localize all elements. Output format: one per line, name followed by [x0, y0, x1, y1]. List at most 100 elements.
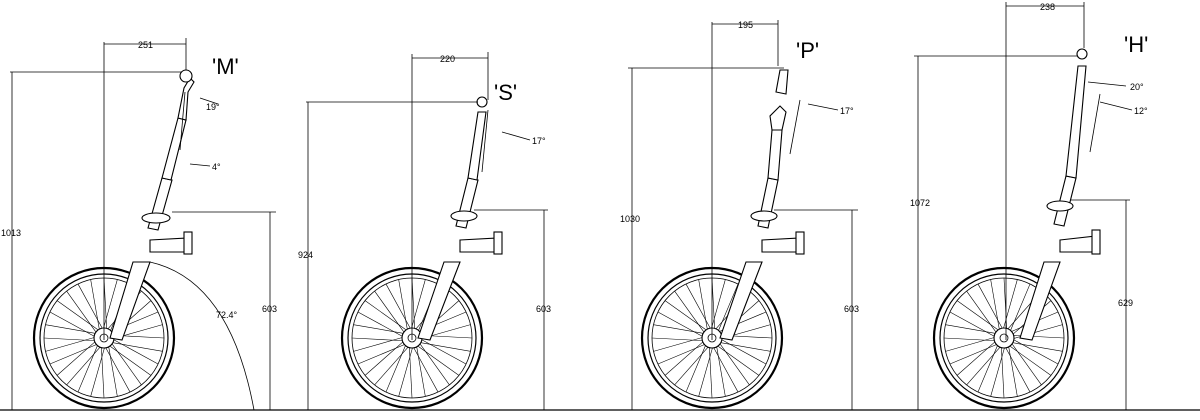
- spoke: [1010, 341, 1042, 386]
- spoke: [945, 336, 997, 352]
- spoke: [718, 342, 771, 352]
- spoke: [1010, 342, 1063, 352]
- spoke: [719, 338, 767, 365]
- view-title: 'H': [1124, 32, 1148, 57]
- pedal: [493, 231, 503, 255]
- height-dim: 1030: [620, 214, 640, 224]
- spoke: [1008, 344, 1018, 397]
- spoke: [374, 290, 406, 335]
- stem: [1065, 65, 1087, 179]
- spoke: [1009, 283, 1031, 333]
- spoke: [108, 344, 118, 397]
- spoke: [956, 340, 997, 376]
- spoke: [104, 345, 131, 393]
- spoke: [111, 338, 159, 365]
- spoke: [374, 345, 410, 386]
- spoke: [990, 345, 1006, 397]
- spoke: [364, 340, 405, 376]
- angle-label: 17°: [532, 136, 546, 146]
- spoke: [657, 311, 705, 338]
- spoke: [77, 283, 104, 331]
- spoke: [977, 343, 999, 393]
- spoke: [416, 344, 426, 397]
- spoke: [56, 300, 101, 332]
- spoke: [651, 337, 705, 342]
- stem: [467, 111, 487, 181]
- stem: [767, 129, 783, 181]
- handlebar-grip: [1076, 48, 1088, 60]
- spoke: [103, 277, 108, 331]
- spoke: [45, 336, 97, 352]
- spoke: [711, 277, 716, 331]
- spoke: [110, 341, 142, 386]
- spoke: [77, 343, 99, 393]
- angle-label: 12°: [1134, 106, 1148, 116]
- spoke: [353, 336, 405, 352]
- axle: [999, 333, 1009, 343]
- view-s: 220 924 603 17° 'S': [298, 52, 551, 410]
- width-dim: 251: [138, 40, 153, 50]
- headset: [1046, 200, 1074, 212]
- spoke: [717, 283, 739, 333]
- headset: [450, 210, 478, 222]
- spoke: [685, 283, 712, 331]
- spoke: [412, 345, 439, 393]
- spoke: [674, 290, 706, 335]
- spoke: [418, 341, 450, 386]
- view-title: 'S': [494, 80, 517, 105]
- seat-height-dim: 629: [1118, 298, 1133, 308]
- spoke: [43, 337, 97, 342]
- seat-height-dim: 603: [844, 304, 859, 314]
- spoke: [698, 345, 714, 397]
- headset: [750, 210, 778, 222]
- rim: [939, 273, 1069, 403]
- spoke: [1004, 345, 1031, 393]
- spoke: [66, 345, 102, 386]
- spoke: [411, 277, 416, 331]
- spoke: [653, 336, 705, 352]
- seat-height-dim: 603: [536, 304, 551, 314]
- spoke: [708, 345, 713, 399]
- width-dim: 238: [1040, 2, 1055, 12]
- spoke: [966, 290, 998, 335]
- spoke: [410, 279, 426, 331]
- spoke: [966, 345, 1002, 386]
- width-dim: 195: [738, 20, 753, 30]
- view-h: 238 1072 629 20° 12° 'H': [910, 2, 1148, 410]
- spoke: [943, 337, 997, 342]
- spoke: [657, 343, 707, 365]
- spoke: [1011, 338, 1059, 365]
- spoke: [990, 279, 1000, 332]
- spoke: [66, 290, 98, 335]
- handlebar: [177, 77, 195, 121]
- view-p: 195 1030 603 17° 'P': [620, 20, 859, 410]
- fork: [1019, 261, 1061, 341]
- height-dim: 1072: [910, 198, 930, 208]
- spoke: [674, 345, 710, 386]
- seat-height-dim: 603: [262, 304, 277, 314]
- view-m: 251 1013 603 19° 4° 72.4° 'M': [1, 38, 277, 411]
- spoke: [45, 324, 98, 334]
- angle-label: 17°: [840, 106, 854, 116]
- spoke: [653, 324, 706, 334]
- spoke: [49, 311, 97, 338]
- spoke: [685, 343, 707, 393]
- spoke: [102, 279, 118, 331]
- pedal: [795, 231, 805, 255]
- width-dim: 220: [440, 54, 455, 64]
- spoke: [419, 338, 467, 365]
- wheel: [932, 266, 1076, 410]
- pedal: [183, 231, 193, 255]
- pedal: [1091, 229, 1101, 255]
- spoke: [351, 337, 405, 342]
- spoke: [100, 345, 105, 399]
- spoke: [710, 279, 726, 331]
- view-title: 'M': [212, 54, 239, 79]
- spoke: [107, 344, 152, 376]
- spoke: [716, 344, 726, 397]
- spoke: [385, 343, 407, 393]
- spoke: [353, 324, 406, 334]
- spoke: [718, 341, 750, 386]
- height-dim: 1013: [1, 228, 21, 238]
